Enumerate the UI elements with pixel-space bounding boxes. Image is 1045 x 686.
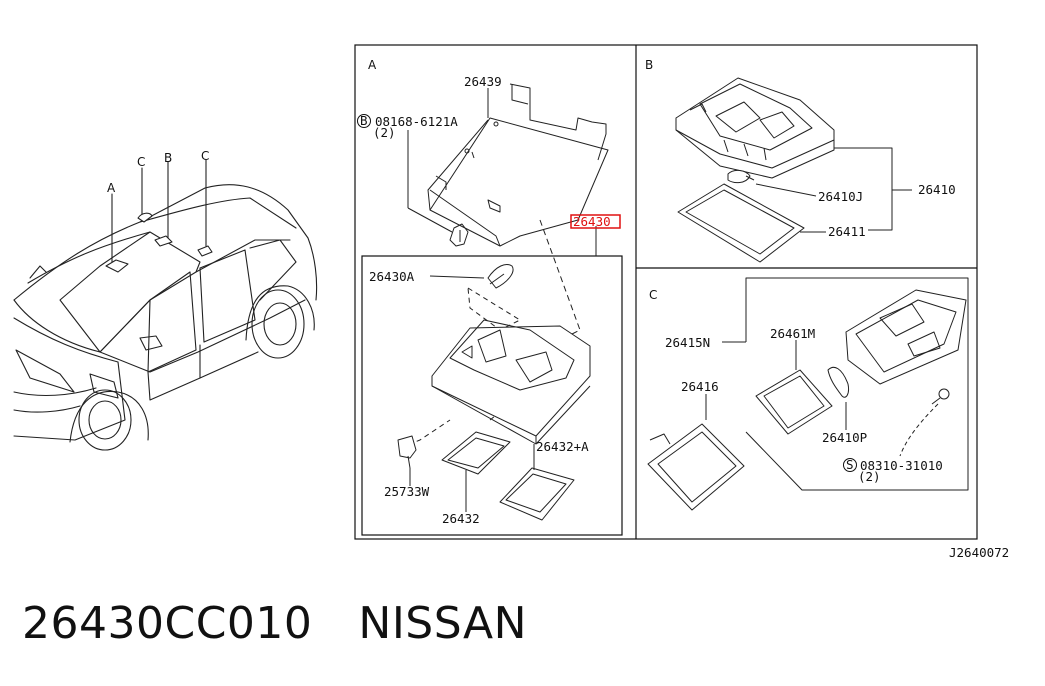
- label-26410p: 26410P: [822, 430, 867, 445]
- label-26415n: 26415N: [665, 335, 710, 350]
- part-number: 26430CC010: [22, 598, 313, 649]
- brand-name: NISSAN: [358, 598, 527, 649]
- bolt-prefix: B: [360, 113, 368, 128]
- vehicle-callout-b: B: [164, 151, 172, 165]
- label-26430a: 26430A: [369, 269, 415, 284]
- section-c-parts: [647, 277, 969, 511]
- label-26411: 26411: [828, 224, 866, 239]
- label-26439: 26439: [464, 74, 502, 89]
- diagram-code: J2640072: [949, 545, 1009, 560]
- part-title: 26430CC010 NISSAN: [22, 598, 527, 649]
- section-frames: [354, 44, 978, 540]
- label-26416: 26416: [681, 379, 719, 394]
- label-bolt-qty: (2): [373, 125, 396, 140]
- section-a-parts: [397, 83, 609, 521]
- label-bolt: 08168-6121A: [375, 114, 458, 129]
- label-26410: 26410: [918, 182, 956, 197]
- highlight-box: [570, 214, 621, 229]
- label-26461m: 26461M: [770, 326, 815, 341]
- label-26430-highlighted[interactable]: 26430: [573, 214, 611, 229]
- label-26432: 26432: [442, 511, 480, 526]
- label-screw-qty: (2): [858, 469, 881, 484]
- vehicle-callout-c: C: [201, 149, 209, 163]
- label-26410j: 26410J: [818, 189, 863, 204]
- vehicle-callout-a: A: [107, 181, 116, 195]
- section-b-letter: B: [645, 58, 653, 72]
- section-a-letter: A: [368, 58, 377, 72]
- bolt-symbol: [357, 114, 371, 128]
- label-26432a: 26432+A: [536, 439, 589, 454]
- section-b-parts: [675, 77, 912, 263]
- screw-prefix: S: [846, 457, 854, 472]
- vehicle-illustration: [13, 159, 318, 451]
- vehicle-callout-b1: C: [137, 155, 145, 169]
- label-25733w: 25733W: [384, 484, 430, 499]
- screw-symbol: [843, 458, 857, 472]
- label-screw: 08310-31010: [860, 458, 943, 473]
- section-c-letter: C: [649, 288, 657, 302]
